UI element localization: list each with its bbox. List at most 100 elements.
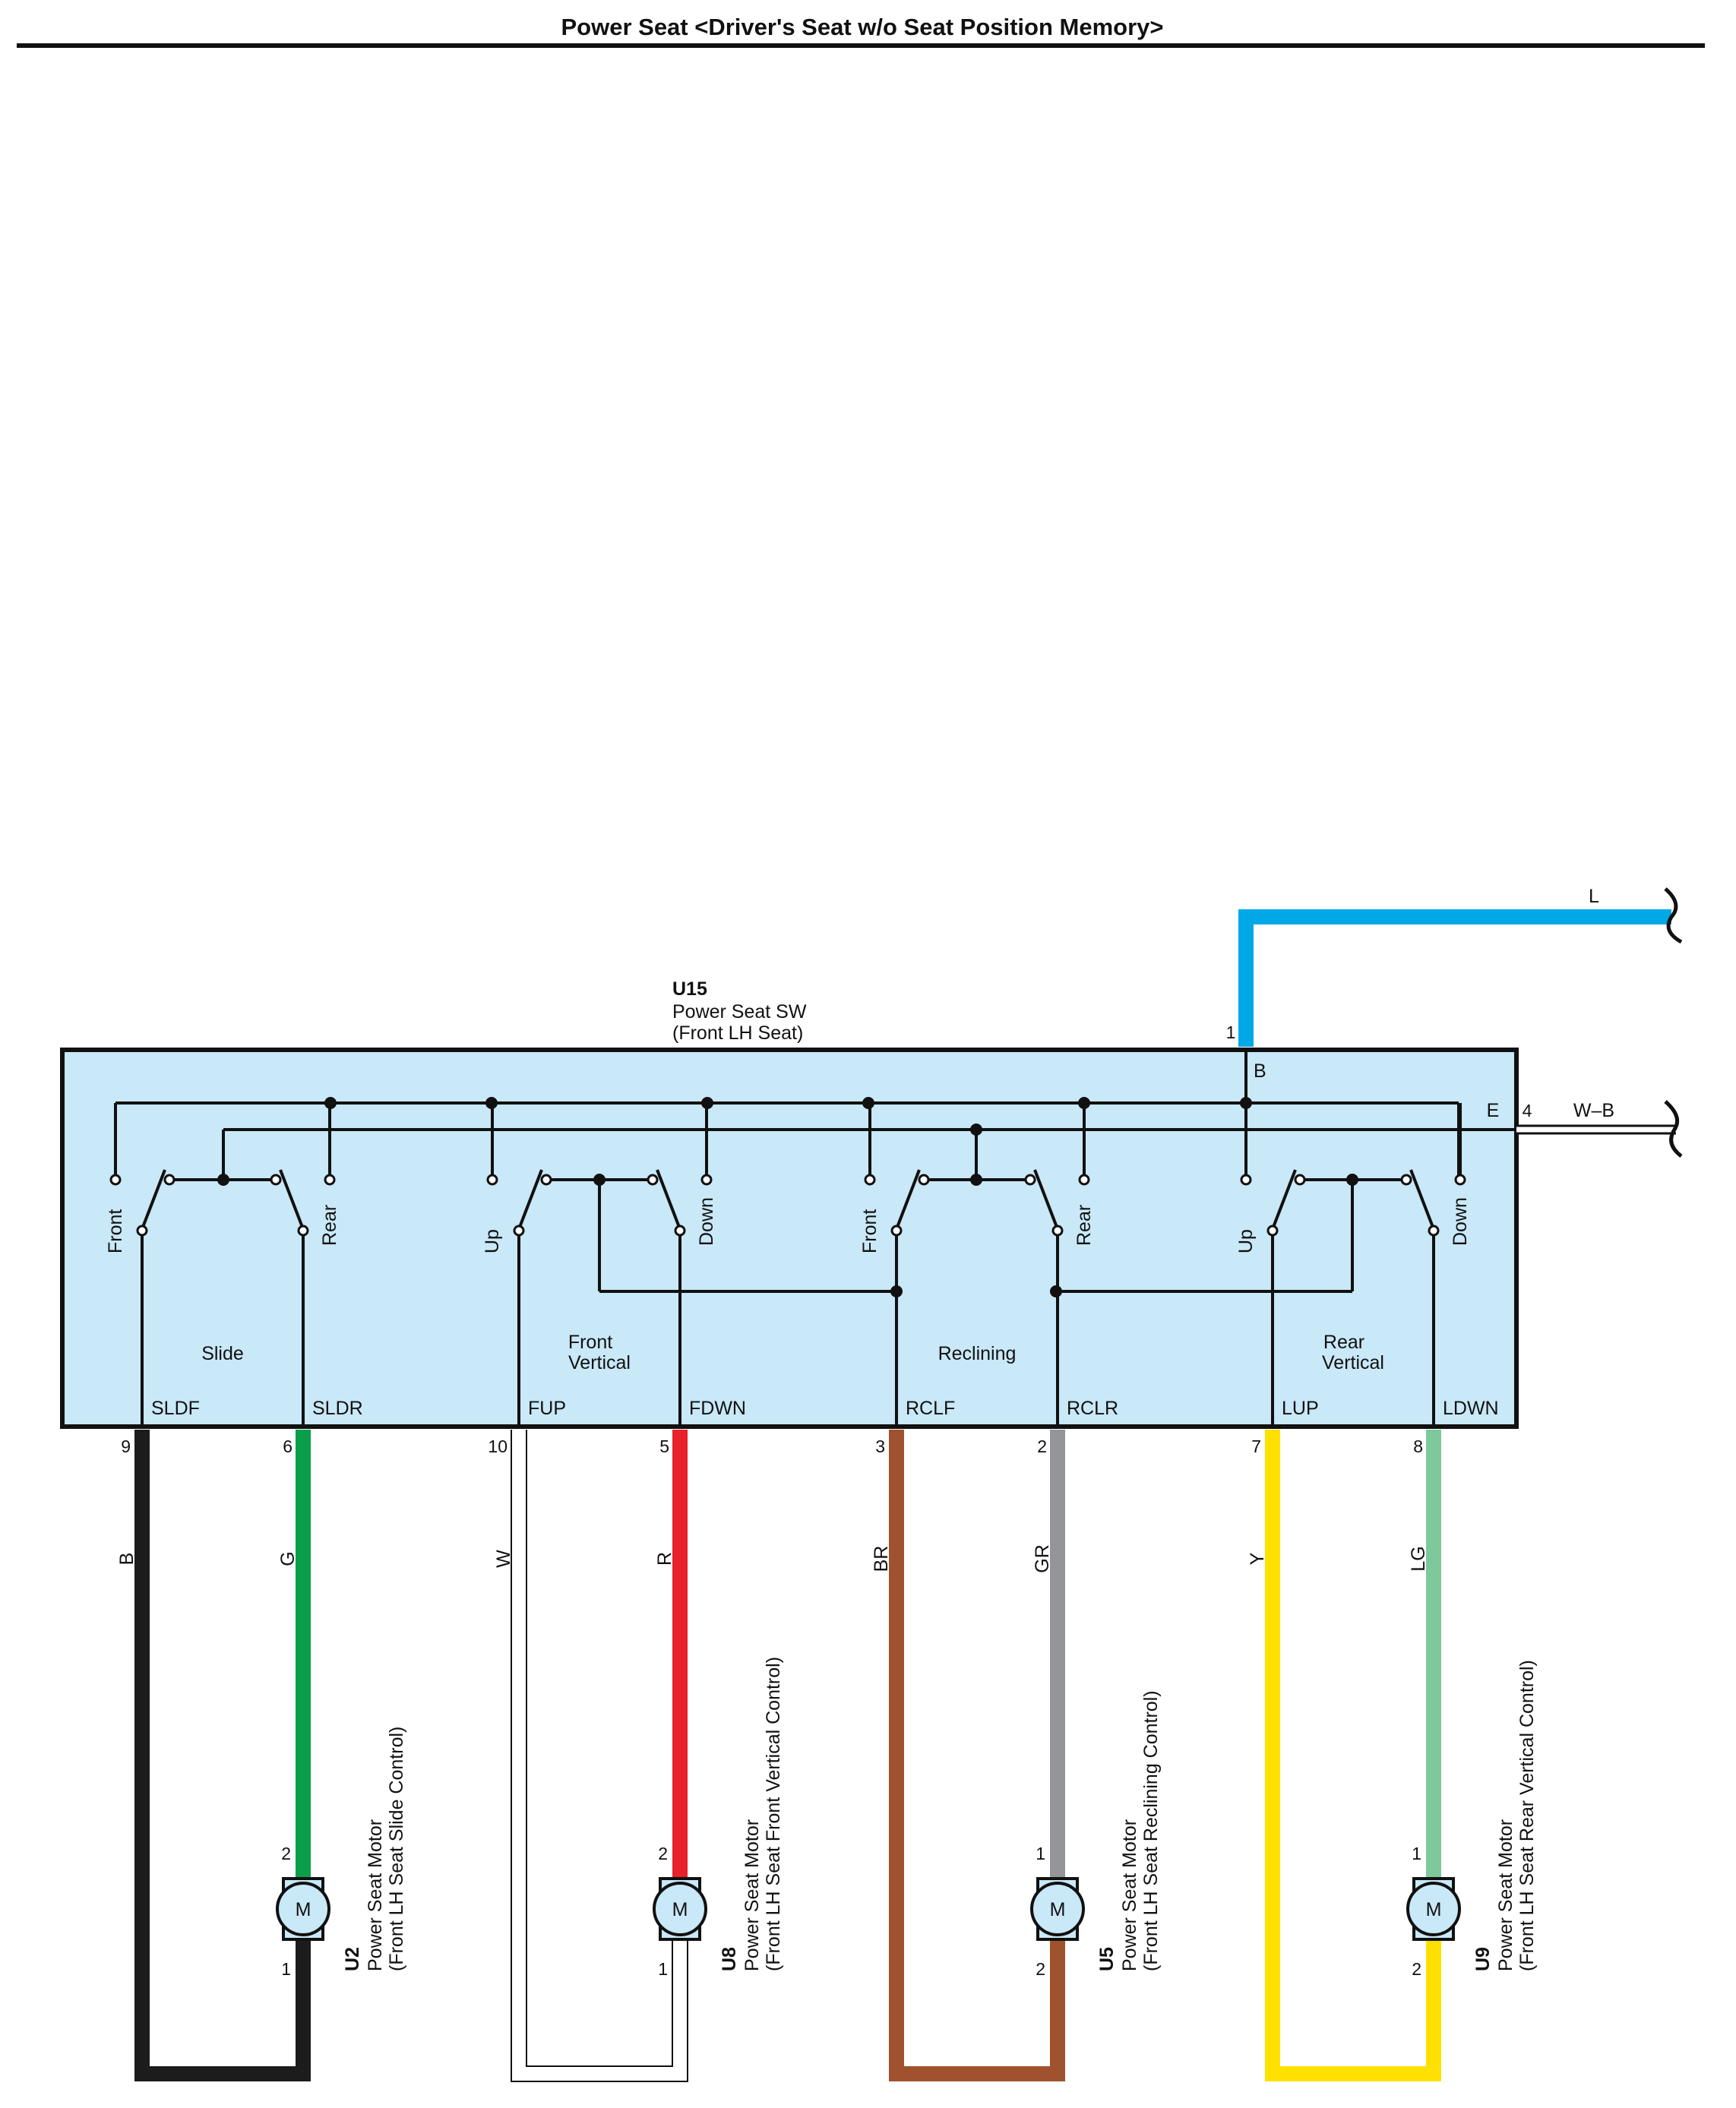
switch-contact [1428,1225,1440,1237]
terminal-label-left: SLDF [151,1398,200,1419]
left-switch-blade [517,1169,543,1230]
position-label-right: Down [1450,1197,1471,1246]
power-wire-label: L [1589,886,1599,907]
left-pin-number: 7 [1251,1436,1261,1456]
switch-contact [1051,1225,1064,1237]
motor-bottom-pin: 1 [658,1959,668,1979]
position-label-left: Up [482,1229,503,1253]
motor-bottom-pin: 2 [1036,1959,1045,1979]
switch-contact [540,1174,552,1186]
motor-description: (Front LH Seat Rear Vertical Control) [1516,1660,1538,1971]
motor-name: Power Seat Motor [742,1819,763,1971]
motor-top-pin: 2 [658,1844,668,1863]
motor-top-pin: 2 [281,1844,291,1863]
left-wire-outline [511,1430,688,2082]
motor-description: (Front LH Seat Front Vertical Control) [763,1657,784,1971]
switch-contact [270,1174,282,1186]
right-pin-number: 2 [1037,1436,1047,1456]
switch-contact [1266,1225,1279,1237]
motor-symbol: M [1426,1899,1442,1920]
motor-symbol: M [672,1899,688,1920]
switch-contact [109,1174,122,1186]
switch-contact [486,1174,498,1186]
left-wire-color-label: Y [1247,1552,1268,1565]
switch-contact [1024,1174,1036,1186]
motor-id: U2 [342,1947,363,1971]
position-label-right: Rear [1074,1205,1095,1246]
motor-bottom-pin: 2 [1412,1959,1421,1979]
left-pin-number: 9 [121,1436,131,1456]
terminal-label-left: FUP [528,1398,566,1419]
right-wire-color-label: R [654,1552,675,1566]
motor-bottom-pin: 1 [281,1959,291,1979]
left-wire [889,1430,1065,2081]
motor-icon [653,1882,707,1936]
motor-id: U9 [1472,1947,1494,1971]
left-switch-blade [141,1169,166,1230]
power-wire-break [1664,887,1683,944]
terminal-label-left: LUP [1282,1398,1319,1419]
motor-symbol: M [1050,1899,1066,1920]
motor-1: M [653,1877,707,1941]
left-switch-blade [895,1169,921,1230]
ground-pin-number: 4 [1523,1101,1532,1120]
diagram-title: Power Seat <Driver's Seat w/o Seat Posit… [561,14,1164,40]
switch-contact [890,1225,903,1237]
terminal-label-right: FDWN [689,1398,746,1419]
motor-top-pin: 1 [1036,1844,1045,1863]
left-wire-color-label: BR [871,1546,892,1572]
left-wire-color-label: B [116,1553,138,1566]
motor-name: Power Seat Motor [1495,1819,1516,1971]
group-name: Slide [201,1343,244,1364]
right-pin-number: 8 [1413,1436,1423,1456]
left-switch-blade [1271,1169,1297,1230]
motor-icon [276,1882,330,1936]
switch-contact [1078,1174,1090,1186]
switch-contact [1400,1174,1412,1186]
motor-description: (Front LH Seat Slide Control) [386,1727,407,1971]
switch-contact [1294,1174,1306,1186]
switch-contact [700,1174,713,1186]
motor-icon [1030,1882,1085,1936]
switch-contact [864,1174,876,1186]
motor-id: U8 [719,1947,740,1971]
motor-id: U5 [1096,1947,1118,1971]
position-label-right: Rear [319,1205,340,1246]
motor-0: M [276,1877,330,1941]
switch-contact [647,1174,659,1186]
terminal-label-right: LDWN [1443,1398,1499,1419]
terminal-label-left: RCLF [906,1398,955,1419]
power-terminal-label: B [1254,1060,1266,1082]
switch-contact [513,1225,525,1237]
ground-wire-label: W–B [1573,1100,1614,1121]
group-name-line1: Front [568,1332,612,1353]
left-wire-fill [512,1430,687,2081]
right-switch-blade [656,1169,681,1230]
left-pin-number: 3 [875,1436,885,1456]
left-pin-number: 10 [488,1436,508,1456]
position-label-left: Front [859,1209,881,1253]
left-wire-color-label: W [493,1550,514,1568]
motor-top-pin: 1 [1412,1844,1421,1863]
right-wire-color-label: LG [1408,1546,1429,1571]
position-label-right: Down [696,1197,717,1246]
switch-contact [297,1225,309,1237]
motor-2: M [1030,1877,1085,1941]
group-name: Reclining [938,1343,1017,1364]
motor-symbol: M [296,1899,311,1920]
power-wire-L [1238,909,1671,1047]
switch-contact [918,1174,930,1186]
right-wire-color-label: GR [1032,1544,1053,1573]
power-seat-switch-box [60,1048,1519,1429]
group-name-line2: Vertical [568,1352,631,1373]
switch-location: (Front LH Seat) [672,1022,803,1044]
motor-icon [1406,1882,1461,1936]
ground-wire-break [1664,1100,1683,1158]
right-switch-blade [1033,1169,1059,1230]
